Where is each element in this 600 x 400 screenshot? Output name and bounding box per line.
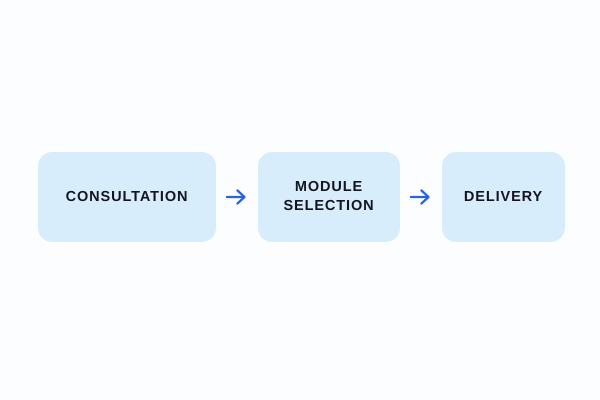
arrow-right-icon	[409, 188, 433, 206]
arrow-right-icon	[225, 188, 249, 206]
stage-label-delivery: DELIVERY	[463, 188, 544, 205]
stage-box-delivery[interactable]: DELIVERY	[442, 152, 565, 242]
stage-label-module-selection: MODULE SELECTION	[283, 179, 375, 214]
stage-box-module-selection[interactable]: MODULE SELECTION	[258, 152, 400, 242]
stage-label-consultation: CONSULTATION	[65, 188, 189, 205]
connector-1	[216, 152, 258, 242]
process-flow: CONSULTATION MODULE SELECTION	[38, 152, 565, 242]
connector-2	[400, 152, 442, 242]
stage-box-consultation[interactable]: CONSULTATION	[38, 152, 216, 242]
